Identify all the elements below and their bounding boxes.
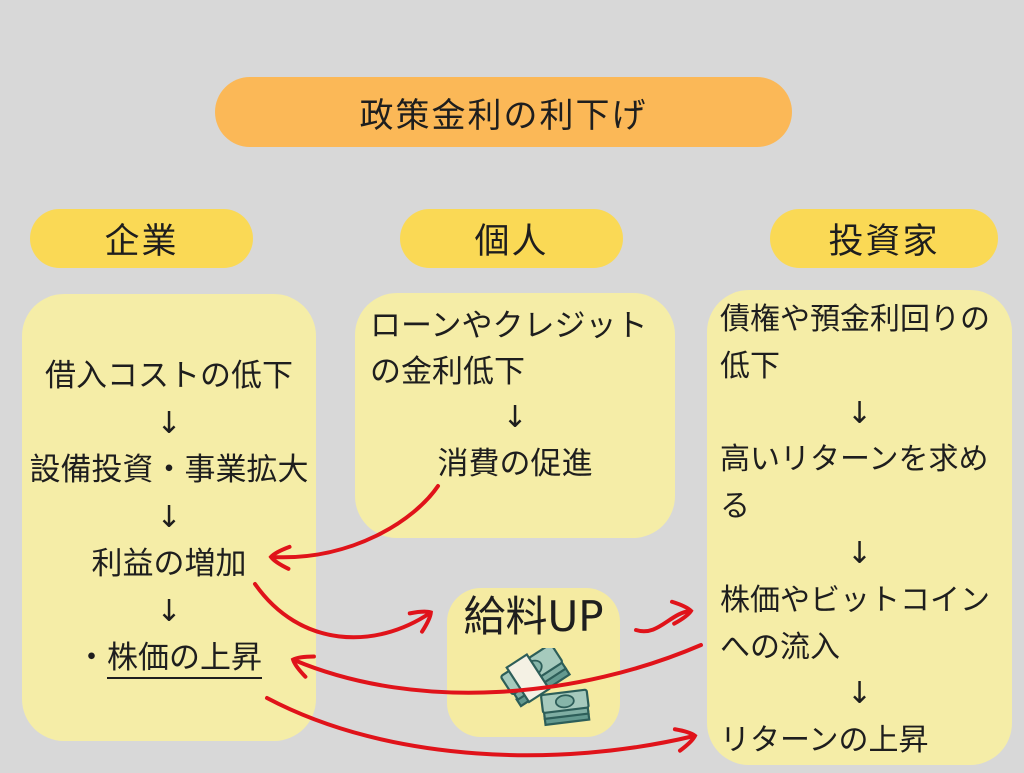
down-arrow: ↓ [156,500,182,535]
money-stack-icon [500,648,591,727]
arrow-salary-to-stock-inflow [634,599,694,634]
salary-up-label: 給料UP [463,592,604,641]
header-company: 企業 [30,209,253,268]
header-individual: 個人 [400,209,623,268]
down-arrow: ↓ [156,594,182,629]
salary-up-box: 給料UP [447,588,620,737]
individual-flow-box: ローンやクレジット の金利低下 ↓ 消費の促進 [355,293,675,538]
flow-step: 借入コストの低下 [45,358,293,394]
down-arrow: ↓ [846,676,873,712]
header-investor-label: 投資家 [828,222,940,262]
page-title: 政策金利の利下げ [359,95,648,136]
title-pill: 政策金利の利下げ [215,77,792,147]
header-investor: 投資家 [770,209,998,268]
down-arrow: ↓ [846,395,873,431]
flow-step: 設備投資・事業拡大 [29,452,309,488]
flow-step: ローンやクレジット [370,308,648,344]
flow-step: の金利低下 [370,354,525,390]
bullet: ・ [76,640,107,676]
down-arrow: ↓ [156,406,182,441]
flow-step: る [720,489,750,525]
header-individual-label: 個人 [474,222,549,262]
company-flow-box: 借入コストの低下 ↓ 設備投資・事業拡大 ↓ 利益の増加 ↓ ・株価の上昇 [22,294,316,741]
flow-step: 株価やビットコイン [720,582,990,618]
flow-step-return-rise: リターンの上昇 [720,723,929,759]
down-arrow: ↓ [846,535,873,571]
header-company-label: 企業 [104,222,179,262]
down-arrow: ↓ [502,400,528,435]
underlined-text: 株価の上昇 [107,640,262,679]
investor-flow-box: 債権や預金利回りの 低下 ↓ 高いリターンを求め る ↓ 株価やビットコイン へ… [707,290,1012,765]
flow-step: 高いリターンを求め [720,442,989,478]
flow-step: への流入 [720,629,840,665]
flow-step: 消費の促進 [437,446,593,482]
flow-step: 利益の増加 [91,546,247,582]
flow-step: 低下 [720,348,780,384]
flow-step-stock-rise: ・株価の上昇 [22,635,316,682]
flow-step: 債権や預金利回りの [720,302,990,337]
